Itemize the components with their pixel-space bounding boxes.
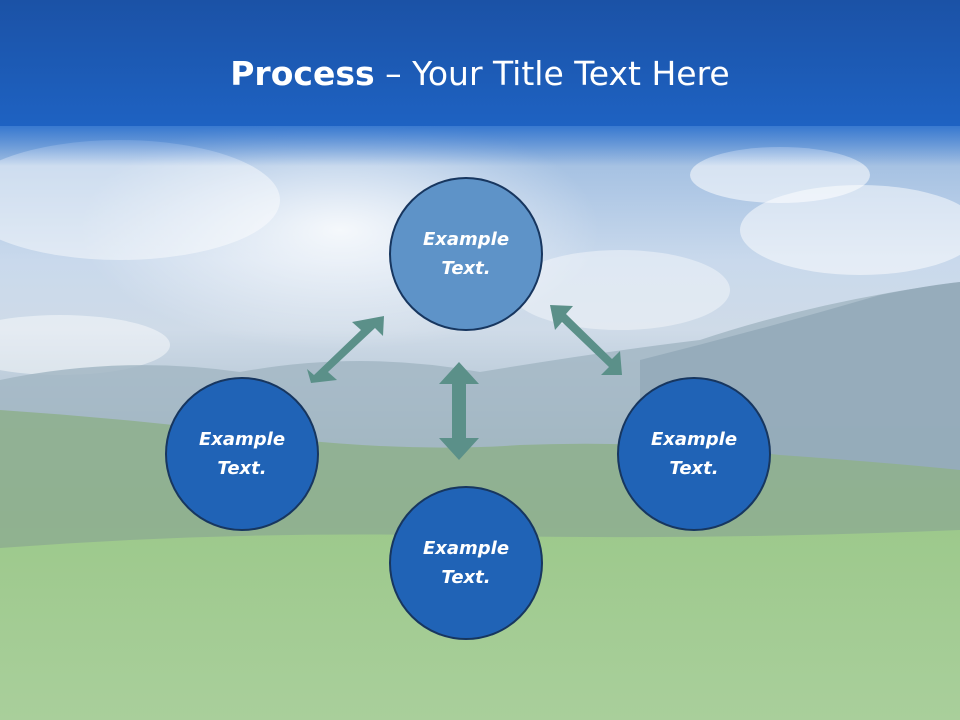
process-node-right[interactable]: Example Text. — [617, 377, 771, 531]
double-arrow-icon — [439, 362, 479, 460]
slide-title: Process – Your Title Text Here — [0, 52, 960, 96]
node-label-line1: Example — [650, 429, 738, 450]
node-label-line2: Text. — [669, 458, 719, 479]
cloud — [0, 140, 280, 260]
cloud — [0, 315, 170, 375]
process-node-top[interactable]: Example Text. — [389, 177, 543, 331]
connector-left-top — [307, 316, 384, 383]
node-label-line1: Example — [422, 229, 510, 250]
title-bold: Process — [230, 54, 375, 93]
connector-top-bottom — [439, 362, 479, 460]
connector-top-right — [550, 305, 622, 375]
node-label-line2: Text. — [441, 567, 491, 588]
node-label-line2: Text. — [441, 258, 491, 279]
node-label-line2: Text. — [217, 458, 267, 479]
process-node-bottom[interactable]: Example Text. — [389, 486, 543, 640]
title-band — [0, 0, 960, 126]
title-rest: – Your Title Text Here — [374, 54, 730, 93]
title-band-fade — [0, 126, 960, 166]
node-label: Example Text. — [634, 425, 754, 483]
node-label: Example Text. — [182, 425, 302, 483]
process-node-left[interactable]: Example Text. — [165, 377, 319, 531]
node-label-line1: Example — [422, 538, 510, 559]
double-arrow-icon — [550, 305, 622, 375]
node-label-line1: Example — [198, 429, 286, 450]
node-label: Example Text. — [406, 534, 526, 592]
double-arrow-icon — [307, 316, 384, 383]
cloud — [740, 185, 960, 275]
node-label: Example Text. — [406, 225, 526, 283]
